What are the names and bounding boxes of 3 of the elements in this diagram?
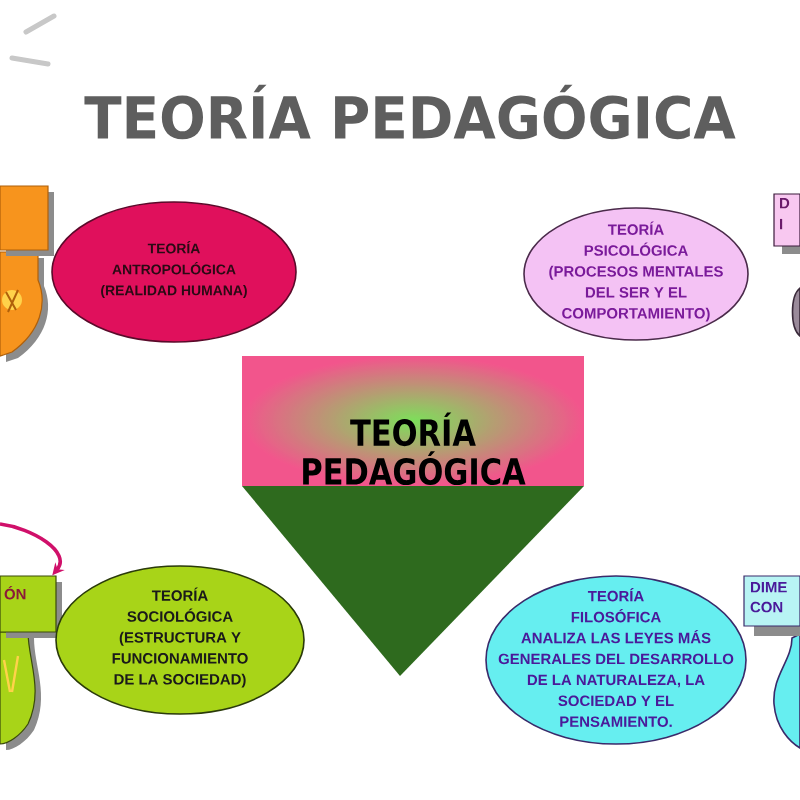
node-label: TEORÍA PEDAGÓGICA: [303, 412, 526, 485]
title: TEORÍA PEDAGÓGICA: [84, 84, 736, 140]
box-node: [0, 185, 54, 256]
